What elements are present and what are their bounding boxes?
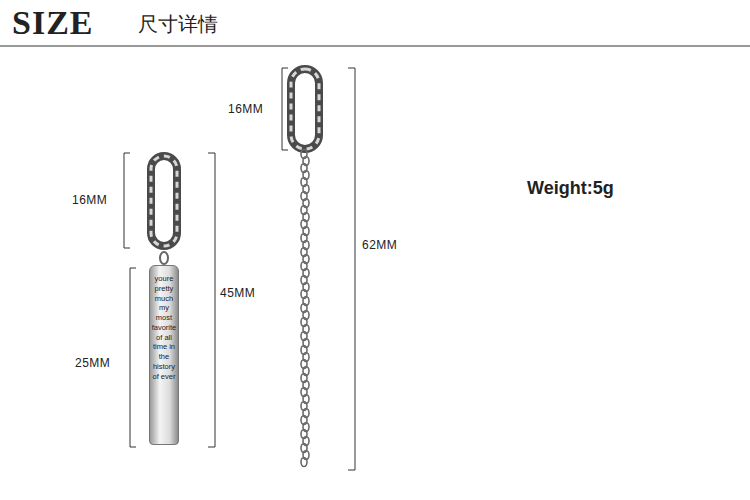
pendant-bar: youre pretty much my most favorite of al… [149,265,179,445]
engraved-text: youre pretty much my most favorite of al… [151,274,177,381]
page-title: SIZE [12,4,94,41]
dimension-label: 25MM [75,357,110,370]
dimension-label: 16MM [72,194,107,207]
dimension-label: 45MM [220,287,255,300]
subtitle: 尺寸详情 [138,13,218,35]
header-rule [0,46,750,47]
weight-note: Weight:5g [527,179,614,199]
dimension-label: 62MM [362,239,397,252]
left-hoop [151,156,177,246]
chain [301,150,309,467]
dimension-label: 16MM [228,103,263,116]
chain-link [301,458,307,467]
right-hoop [291,69,319,149]
jump-ring [160,252,168,264]
dimension-brackets [124,68,355,470]
